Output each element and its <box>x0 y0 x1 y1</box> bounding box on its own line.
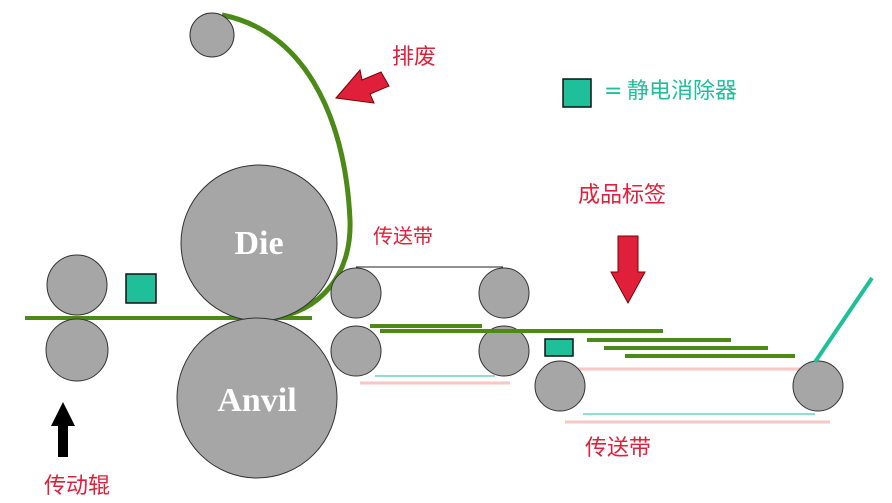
waste-arrow <box>335 68 390 104</box>
legend-text: 静电消除器 <box>627 79 738 104</box>
drive-roller-top <box>46 254 108 316</box>
product-arrow <box>610 235 646 305</box>
conveyor-1-roller-bl <box>330 325 382 377</box>
conveyor-2-roller-left <box>534 360 586 412</box>
legend-square <box>562 78 592 108</box>
static-eliminator-1 <box>125 273 157 304</box>
conveyor-2-roller-right <box>792 360 844 412</box>
conveyor-top-label: 传送带 <box>373 224 433 248</box>
drive-arrow <box>51 402 75 457</box>
drive-roller-label: 传动辊 <box>44 474 111 499</box>
anvil-label: Anvil <box>217 382 296 419</box>
static-eliminator-2 <box>544 338 574 357</box>
conveyor-1-roller-tl <box>330 267 382 319</box>
conveyor-1-roller-br <box>478 325 530 377</box>
anvil-roller <box>176 317 338 479</box>
waste-web <box>221 12 353 321</box>
conveyor-1-roller-tr <box>478 267 530 319</box>
die-label: Die <box>234 225 283 262</box>
waste-label: 排废 <box>392 45 437 70</box>
static-diagonal-bar <box>813 276 874 364</box>
waste-roller <box>189 12 235 58</box>
legend-equals: = <box>604 79 623 104</box>
conveyor-bottom-label: 传送带 <box>585 436 652 461</box>
drive-roller-bottom <box>45 318 109 382</box>
product-labels-label: 成品标签 <box>578 183 667 208</box>
